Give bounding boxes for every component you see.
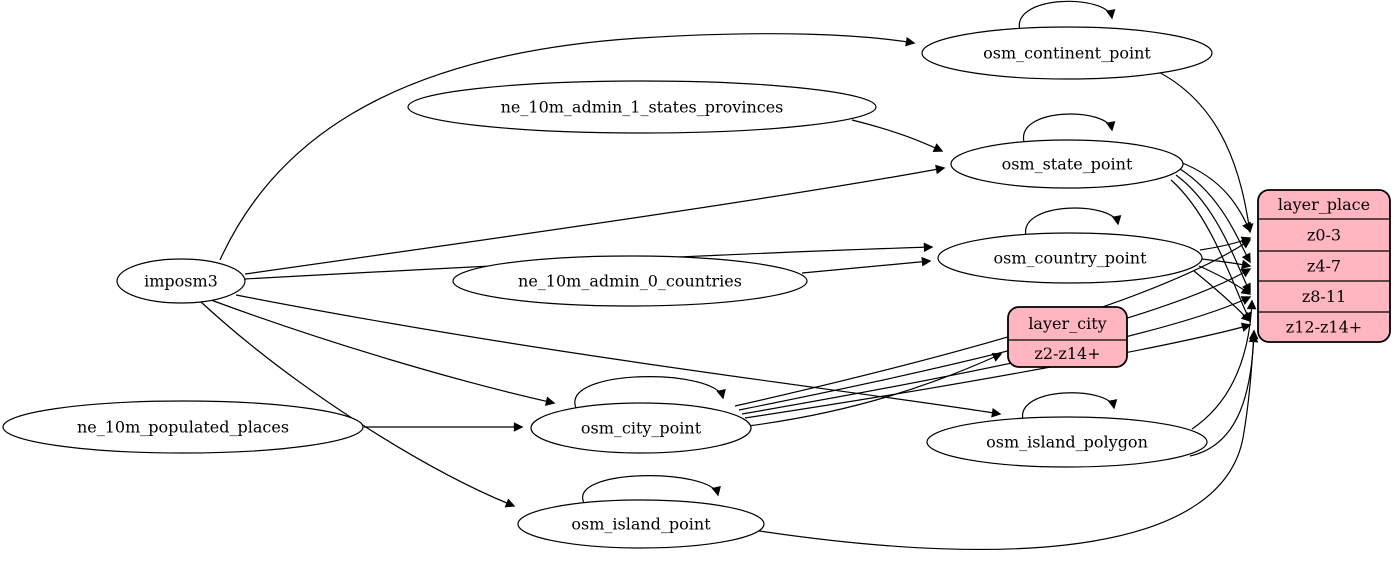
edge-osm_country_point-to-layer_place:z0-3	[1199, 236, 1252, 251]
node-label-osm_island_point: osm_island_point	[571, 515, 711, 534]
node-shape-imposm3	[116, 258, 246, 304]
node-label-ne_10m_admin_1_states_provinces: ne_10m_admin_1_states_provinces	[501, 98, 784, 117]
node-shape-osm_island_polygon	[926, 416, 1208, 468]
node-shape-osm_continent_point	[921, 26, 1213, 80]
edge-osm_city_point-to-layer_place:z8-11	[741, 296, 1252, 415]
self-loop-osm_island_polygon	[1022, 392, 1118, 421]
node-label-ne_10m_admin_0_countries: ne_10m_admin_0_countries	[518, 272, 742, 291]
node-shape-osm_island_point	[517, 499, 765, 549]
node-label-osm_continent_point: osm_continent_point	[983, 44, 1151, 63]
edge-osm_city_point-to-layer_place:z4-7	[738, 268, 1252, 411]
record-row-label-layer_city-z2-z14+: z2-z14+	[1034, 344, 1100, 363]
node-osm_country_point: osm_country_point	[937, 232, 1203, 284]
edge-osm_continent_point-to-layer_place:z0-3	[1145, 65, 1254, 234]
node-label-osm_state_point: osm_state_point	[1002, 155, 1133, 174]
node-label-imposm3: imposm3	[144, 272, 218, 291]
node-shape-ne_10m_admin_0_countries	[452, 255, 808, 307]
node-label-osm_island_polygon: osm_island_polygon	[986, 433, 1148, 452]
edge-osm_country_point-to-layer_place:z4-7	[1201, 258, 1252, 270]
edge-osm_country_point-to-layer_place:z8-11	[1198, 265, 1252, 295]
node-layer_place: layer_place z0-3 z4-7 z8-11 z12-z14+	[1257, 189, 1391, 343]
record-row-label-layer_city-layer_city: layer_city	[1028, 314, 1106, 333]
node-shape-osm_state_point	[950, 139, 1184, 189]
edge-imposm3-to-osm_city_point	[210, 299, 556, 406]
node-ne_10m_admin_0_countries: ne_10m_admin_0_countries	[452, 255, 808, 307]
record-row-label-layer_place-z12-z14+: z12-z14+	[1286, 318, 1362, 337]
node-osm_island_point: osm_island_point	[517, 499, 765, 549]
edge-osm_state_point-to-layer_place:z8-11	[1175, 174, 1251, 294]
edge-osm_city_point-to-layer_place:z12-z14+	[744, 322, 1252, 419]
nodes-layer: imposm3 ne_10m_admin_1_states_provincesne…	[2, 26, 1391, 549]
edges-layer	[200, 0, 1259, 550]
edge-osm_island_point-to-layer_place:z12-z14+	[752, 332, 1259, 550]
edge-osm_state_point-to-layer_place:z4-7	[1179, 168, 1251, 264]
edge-imposm3-to-osm_state_point	[244, 164, 946, 275]
self-loop-osm_city_point	[574, 376, 726, 409]
node-label-osm_city_point: osm_city_point	[581, 419, 702, 438]
node-osm_city_point: osm_city_point	[530, 402, 752, 454]
record-shape-layer_place	[1257, 189, 1391, 343]
self-loop-osm_island_point	[582, 475, 721, 504]
node-imposm3: imposm3	[116, 258, 246, 304]
self-loop-osm_continent_point	[1018, 0, 1116, 32]
node-shape-ne_10m_admin_1_states_provinces	[407, 80, 877, 134]
edge-imposm3-to-osm_continent_point	[219, 33, 916, 261]
node-osm_island_polygon: osm_island_polygon	[926, 416, 1208, 468]
node-shape-ne_10m_populated_places	[2, 400, 364, 454]
record-row-label-layer_place-z0-3: z0-3	[1307, 226, 1341, 245]
node-osm_continent_point: osm_continent_point	[921, 26, 1213, 80]
node-ne_10m_admin_1_states_provinces: ne_10m_admin_1_states_provinces	[407, 80, 877, 134]
node-shape-osm_country_point	[937, 232, 1203, 284]
node-layer_city: layer_city z2-z14+	[1007, 306, 1128, 368]
node-label-osm_country_point: osm_country_point	[993, 249, 1147, 268]
edge-osm_state_point-to-layer_place:z0-3	[1179, 161, 1251, 233]
record-row-label-layer_place-z4-7: z4-7	[1307, 257, 1341, 276]
node-ne_10m_populated_places: ne_10m_populated_places	[2, 400, 364, 454]
edge-osm_state_point-to-layer_place:z12-z14+	[1170, 179, 1251, 323]
edge-ne_10m_admin_1_states_provinces-to-osm_state_point	[851, 119, 944, 153]
edge-imposm3-to-osm_island_polygon	[235, 294, 1002, 418]
self-loop-osm_country_point	[1025, 207, 1122, 237]
record-shape-layer_city	[1007, 306, 1128, 368]
edge-osm_island_polygon-to-layer_place:z8-11	[1191, 299, 1257, 430]
edge-ne_10m_admin_0_countries-to-osm_country_point	[801, 256, 932, 274]
edge-osm_country_point-to-layer_place:z12-z14+	[1193, 270, 1252, 323]
self-loop-osm_state_point	[1023, 113, 1116, 143]
node-shape-osm_city_point	[530, 402, 752, 454]
record-row-label-layer_place-z8-11: z8-11	[1302, 287, 1346, 306]
node-label-ne_10m_populated_places: ne_10m_populated_places	[77, 418, 289, 437]
edge-osm_city_point-to-layer_city:z2-z14+	[747, 353, 1003, 427]
node-osm_state_point: osm_state_point	[950, 139, 1184, 189]
record-row-label-layer_place-layer_place: layer_place	[1278, 195, 1370, 214]
